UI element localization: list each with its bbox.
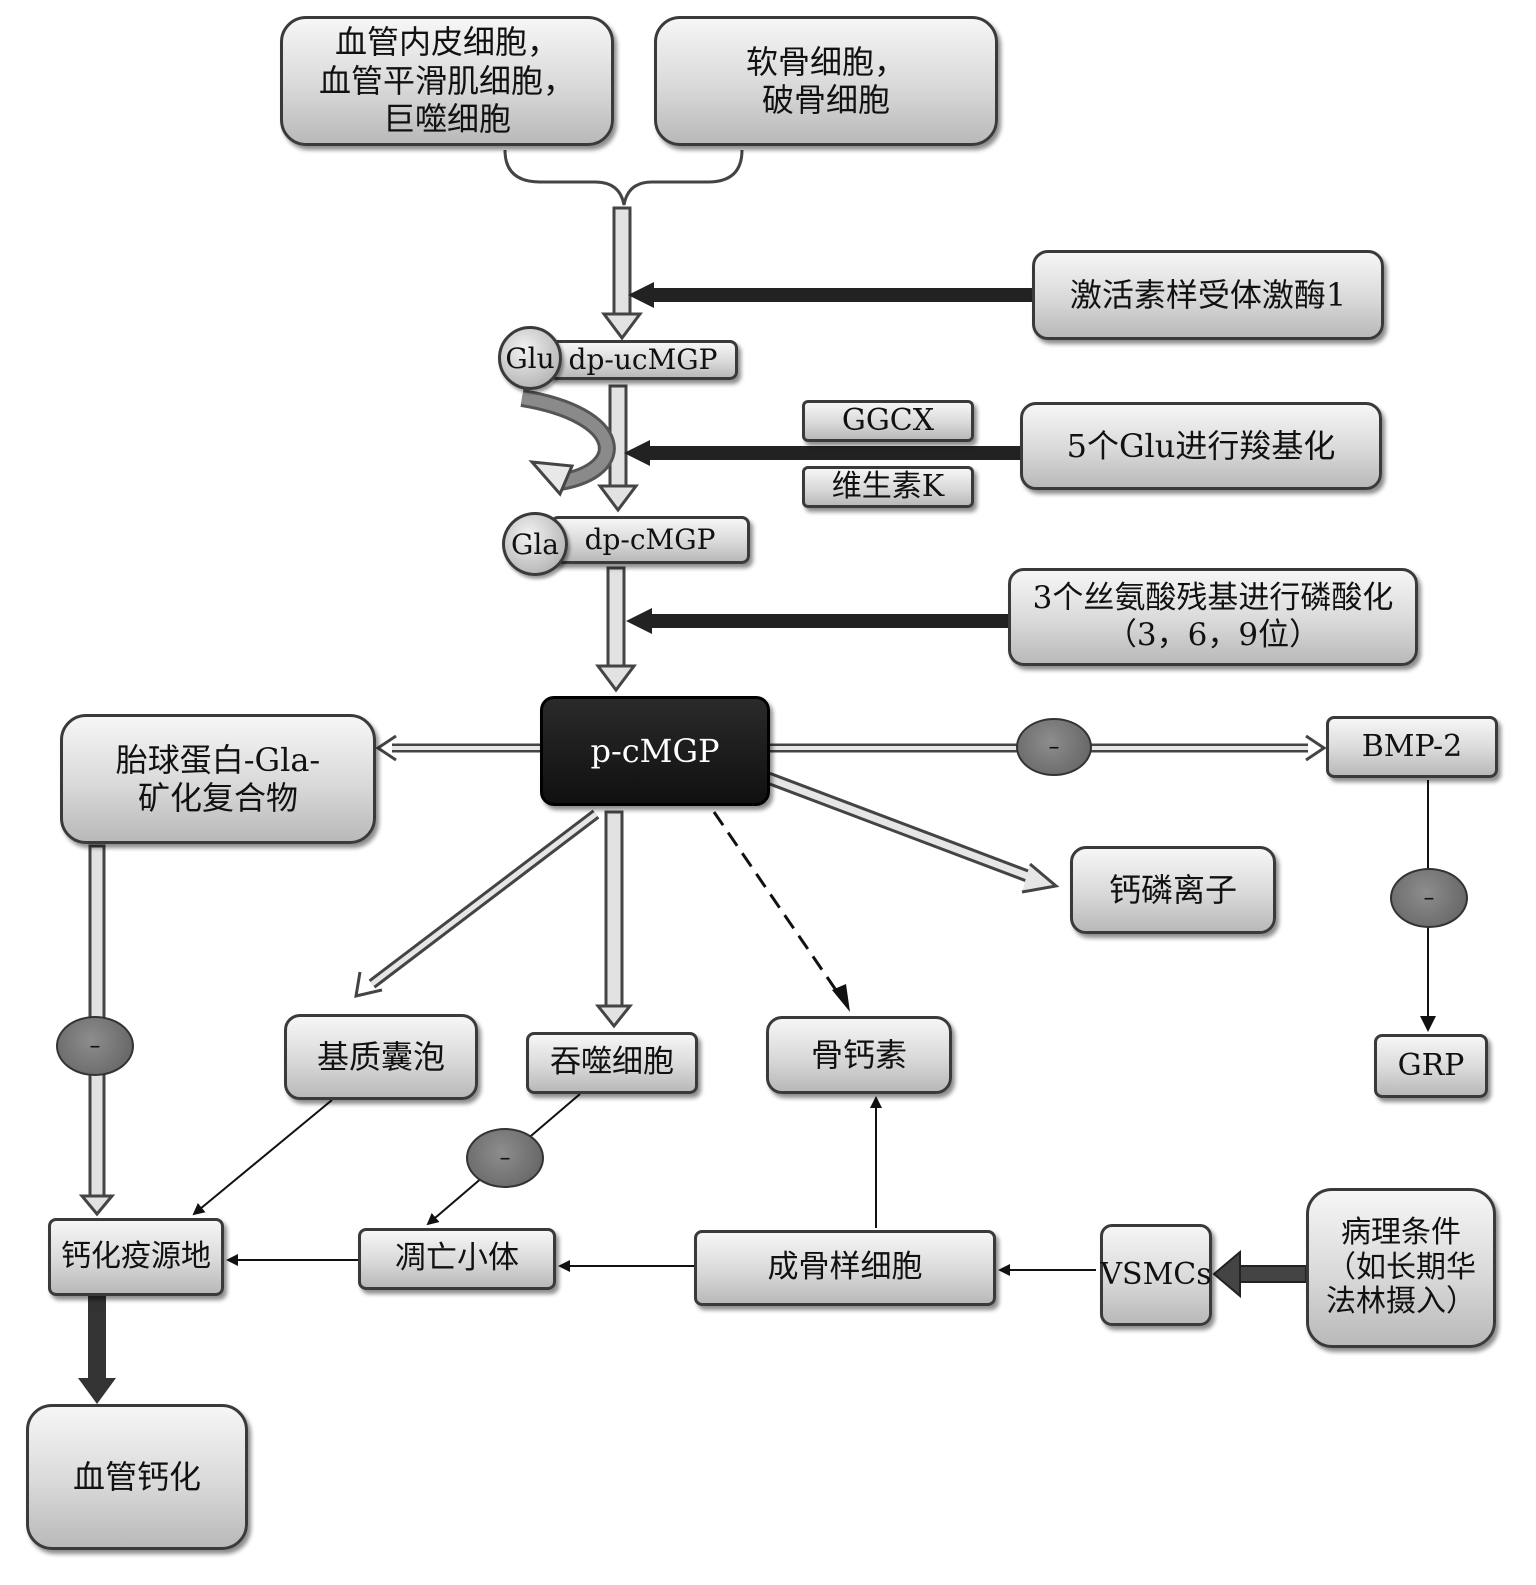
alk1-arrow xyxy=(628,282,1032,308)
ca-p-ions-box: 钙磷离子 xyxy=(1070,846,1276,934)
p-cmgp-box: p-cMGP xyxy=(540,696,770,806)
main-flow-arrow-1 xyxy=(601,206,643,341)
inhibitor-bmp2: – xyxy=(1016,718,1092,776)
phosphorylation-arrow xyxy=(626,608,1008,634)
osteoblast-like-cell-box: 成骨样细胞 xyxy=(694,1230,996,1306)
fetuin-complex-box: 胎球蛋白-Gla- 矿化复合物 xyxy=(60,714,376,844)
phosphorylation-box: 3个丝氨酸残基进行磷酸化 （3，6，9位） xyxy=(1008,568,1418,666)
vesicle-to-nidus-arrow xyxy=(192,1099,333,1216)
dp-cmgp-box: dp-cMGP xyxy=(550,516,750,564)
gla-circle: Gla xyxy=(502,512,568,576)
chondrocytes-box: 软骨细胞， 破骨细胞 xyxy=(654,16,998,146)
inhibitor-grp: – xyxy=(1390,868,1468,928)
pcmgp-to-osteocalcin-arrow xyxy=(712,811,850,1012)
main-flow-arrow-2 xyxy=(597,384,639,513)
brace xyxy=(503,149,744,206)
bmp2-box: BMP-2 xyxy=(1326,716,1498,778)
pcmgp-to-fetuin-arrow xyxy=(375,734,540,762)
nidus-to-calcification-arrow xyxy=(78,1296,116,1404)
endothelial-cells-box: 血管内皮细胞， 血管平滑肌细胞， 巨噬细胞 xyxy=(280,16,614,146)
carboxylation-box: 5个Glu进行羧基化 xyxy=(1020,402,1382,490)
inhibitor-phagocyte: – xyxy=(466,1128,544,1188)
alk1-box: 激活素样受体激酶1 xyxy=(1032,250,1384,340)
grp-box: GRP xyxy=(1374,1034,1488,1098)
ggcx-box: GGCX xyxy=(802,400,974,442)
glu-circle: Glu xyxy=(498,326,562,390)
matrix-vesicle-box: 基质囊泡 xyxy=(284,1014,478,1100)
pathology-to-vsmcs-arrow xyxy=(1212,1249,1307,1299)
main-flow-arrow-3 xyxy=(595,566,637,693)
inhibitor-fetuin: – xyxy=(56,1016,134,1076)
pcmgp-to-cap-arrow xyxy=(765,771,1060,894)
vitamin-k-box: 维生素K xyxy=(802,466,974,508)
glu-to-gla-curved-arrow xyxy=(520,389,616,497)
pcmgp-to-phagocyte-arrow xyxy=(594,810,634,1029)
dp-ucmgp-box: dp-ucMGP xyxy=(548,340,738,380)
pcmgp-to-matrix-vesicle-arrow xyxy=(354,809,600,998)
apoptotic-body-box: 凋亡小体 xyxy=(358,1228,556,1290)
vascular-calcification-box: 血管钙化 xyxy=(26,1404,248,1550)
vsmcs-box: VSMCs xyxy=(1100,1224,1212,1326)
carboxylation-arrow xyxy=(624,440,1020,466)
osteocalcin-box: 骨钙素 xyxy=(766,1016,952,1094)
calcification-nidus-box: 钙化疫源地 xyxy=(48,1218,224,1296)
pathology-box: 病理条件 （如长期华 法林摄入） xyxy=(1306,1188,1496,1348)
phagocyte-box: 吞噬细胞 xyxy=(526,1032,698,1094)
